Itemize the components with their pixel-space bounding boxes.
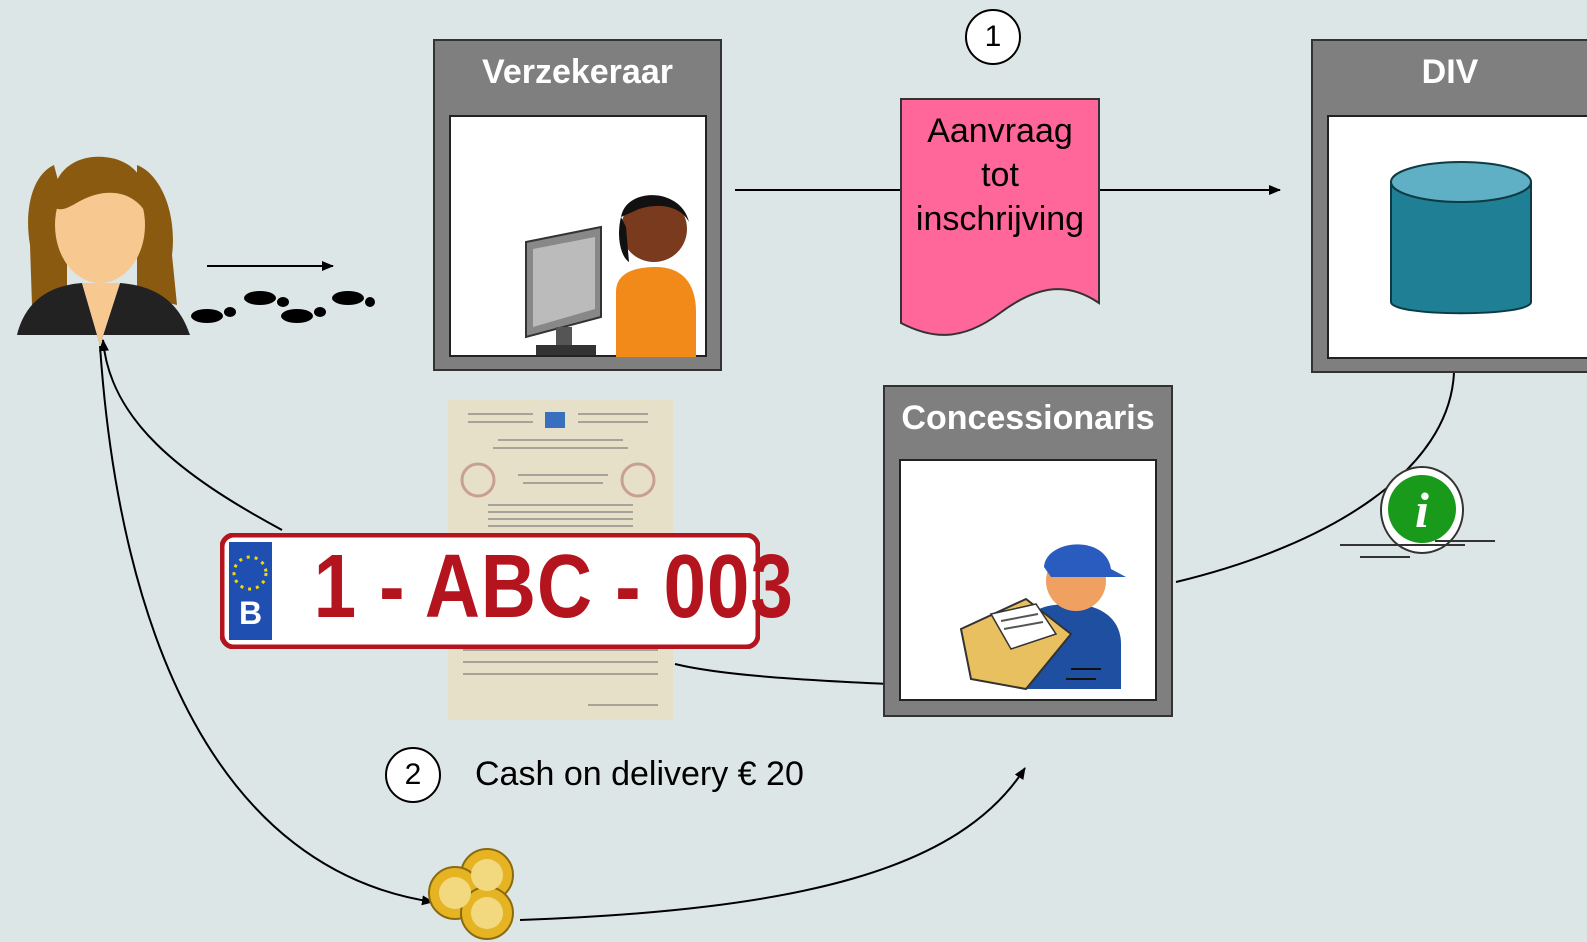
insurer-box: Verzekeraar — [433, 39, 722, 371]
info-icon: i — [1340, 466, 1495, 558]
license-plate-icon — [220, 533, 760, 649]
document-line-3: inschrijving — [915, 200, 1085, 238]
div-title: DIV — [1421, 53, 1479, 91]
curve-coins-dealer — [519, 767, 1026, 921]
database-icon — [1390, 161, 1532, 315]
dealer-title: Concessionaris — [901, 399, 1155, 437]
euro-coins-icon — [428, 848, 514, 940]
courier-envelope-icon — [959, 544, 1126, 691]
license-plate-country: B — [238, 595, 263, 631]
curve-plate-person — [98, 339, 283, 531]
cash-on-delivery-label: Cash on delivery € 20 — [475, 755, 804, 793]
license-plate-text: 1 - ABC - 003 — [313, 537, 794, 637]
curve-dealer-certificate — [674, 663, 889, 685]
insurer-title: Verzekeraar — [482, 53, 673, 91]
svg-text:i: i — [1415, 482, 1429, 538]
insurer-content — [449, 115, 707, 357]
dealer-content — [899, 459, 1157, 701]
div-box: DIV — [1311, 39, 1587, 373]
curve-person-coins — [99, 345, 434, 906]
footsteps-icon — [191, 291, 375, 323]
div-content — [1327, 115, 1587, 359]
dealer-box: Concessionaris — [883, 385, 1173, 717]
clerk-computer-icon — [525, 195, 696, 357]
woman-icon — [17, 156, 190, 345]
document-line-1: Aanvraag — [927, 112, 1073, 150]
step-2-marker: 2 — [385, 747, 441, 803]
request-document — [900, 98, 1100, 336]
curve-div-dealer — [1175, 371, 1455, 583]
step-1-marker: 1 — [965, 9, 1021, 65]
document-line-2: tot — [981, 156, 1019, 194]
